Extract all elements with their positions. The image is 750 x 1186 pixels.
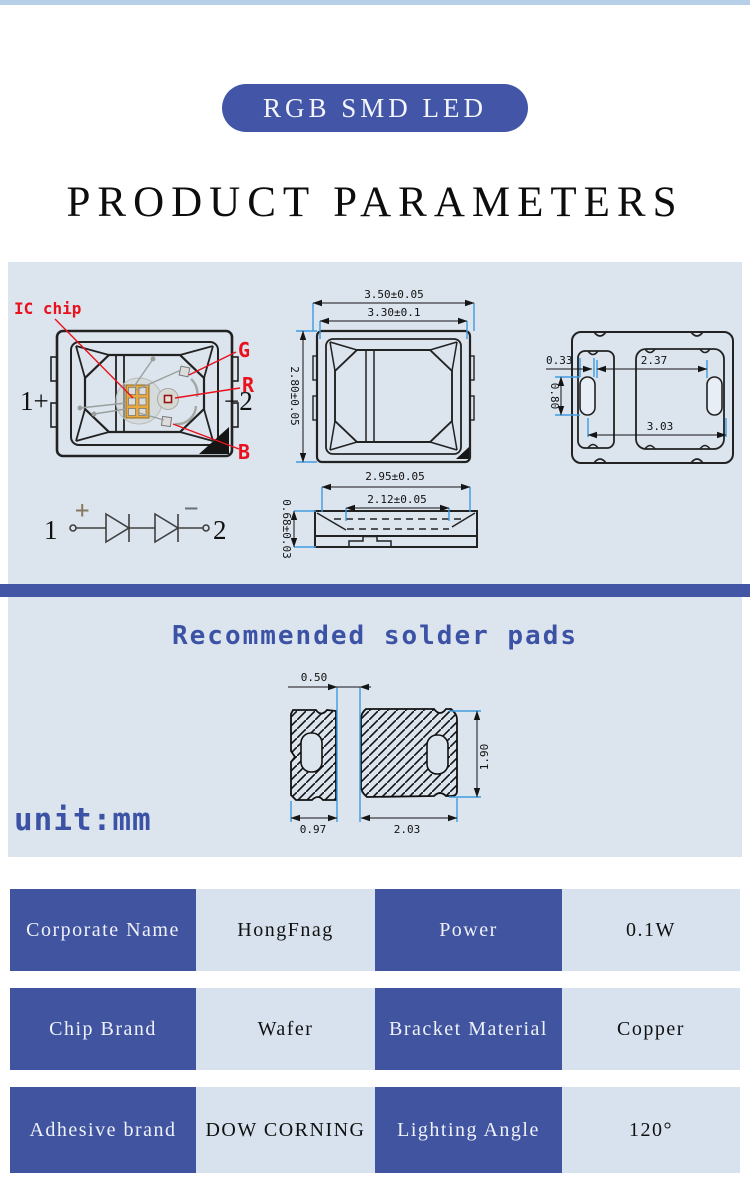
section-divider-bar [0, 584, 750, 597]
table-cell-adhesive-brand-label: Adhesive brand [10, 1087, 196, 1173]
arc-upper [190, 378, 199, 398]
table-cell-bracket-material-label: Bracket Material [375, 988, 562, 1070]
left-solder-pad-hole [300, 732, 323, 773]
table-cell-power-value: 0.1W [562, 889, 740, 971]
circuit-pin1-label: 1 [44, 515, 58, 545]
right-pad-oval [706, 376, 723, 416]
product-badge-pill: RGB SMD LED [222, 84, 528, 132]
green-die [178, 365, 191, 378]
led-top-view-dimensioned: 3.50±0.05 3.30±0.1 2.80±0.05 [288, 288, 475, 464]
bond-wires [77, 356, 182, 421]
right-lead-pattern [635, 348, 725, 450]
arc-lower [174, 405, 198, 426]
blue-die [160, 415, 173, 428]
package-outline [55, 329, 234, 458]
dim-side-inner-width: 2.12±0.05 [367, 493, 427, 506]
red-die-core [163, 394, 173, 404]
dim-side-width: 2.95±0.05 [365, 470, 425, 483]
package-outline [571, 331, 734, 464]
dim-bottom-total-span: 3.03 [647, 420, 674, 433]
led-bottom-view: 0.33 2.37 0.80 3.03 [546, 331, 734, 464]
right-solder-pad [360, 708, 458, 798]
led-top-view-enlarged: 1+ −2 IC chip G R B [14, 299, 255, 464]
cavity-outline [70, 341, 219, 446]
technical-drawing-section: 1+ −2 IC chip G R B [8, 262, 742, 857]
table-cell-chip-brand-value: Wafer [196, 988, 375, 1070]
table-cell-lighting-angle-value: 120° [562, 1087, 740, 1173]
plus-sign: + [75, 496, 89, 524]
table-cell-chip-brand-label: Chip Brand [10, 988, 196, 1070]
technical-drawings-canvas: 1+ −2 IC chip G R B [14, 288, 734, 836]
page-title: PRODUCT PARAMETERS [66, 179, 684, 226]
left-pad-oval [579, 376, 596, 416]
cathode-mark-triangle [456, 447, 469, 459]
green-label: G [238, 338, 250, 362]
circuit-pin2-label: 2 [213, 515, 227, 545]
blue-label: B [238, 440, 250, 464]
right-solder-pad-hole [426, 734, 449, 775]
red-label: R [242, 373, 255, 397]
cathode-mark-triangle [199, 427, 229, 454]
led-side-view: 2.95±0.05 2.12±0.05 0.68±0.03 [280, 470, 478, 559]
dim-solder-left-width: 0.97 [300, 823, 327, 836]
minus-sign: − [184, 494, 198, 522]
dim-side-height: 0.68±0.03 [280, 499, 293, 559]
package-outline [315, 329, 472, 464]
dim-top-height: 2.80±0.05 [288, 366, 301, 426]
table-cell-power-label: Power [375, 889, 562, 971]
dim-solder-right-width: 2.03 [394, 823, 421, 836]
dim-top-body-width: 3.30±0.1 [368, 306, 421, 319]
circuit-diagram: 1 2 + − [44, 494, 227, 545]
solder-pads-drawing: 0.50 0.97 2.03 1.90 [288, 671, 491, 836]
dim-top-outer-width: 3.50±0.05 [364, 288, 424, 301]
dim-bottom-pad-height: 0.80 [548, 383, 561, 410]
table-cell-adhesive-brand-value: DOW CORNING [196, 1087, 375, 1173]
table-row: Adhesive brand DOW CORNING Lighting Angl… [10, 1087, 740, 1173]
left-lead-pattern [577, 350, 615, 449]
pin1-label: 1+ [20, 386, 49, 416]
table-cell-lighting-angle-label: Lighting Angle [375, 1087, 562, 1173]
red-annotations: IC chip G R B [14, 299, 255, 464]
reflector-facets [75, 345, 214, 442]
dim-bottom-offset: 0.33 [546, 354, 573, 367]
table-cell-bracket-material-value: Copper [562, 988, 740, 1070]
table-cell-corporate-name-value: HongFnag [196, 889, 375, 971]
table-cell-corporate-name-label: Corporate Name [10, 889, 196, 971]
unit-label: unit:mm [14, 802, 152, 838]
table-row: Corporate Name HongFnag Power 0.1W [10, 889, 740, 971]
dim-solder-pad-height: 1.90 [478, 744, 491, 771]
spec-table: Corporate Name HongFnag Power 0.1W Chip … [10, 889, 740, 1186]
ic-chip-label: IC chip [14, 299, 81, 318]
dim-bottom-pad-span: 2.37 [641, 354, 668, 367]
ic-chip-pads [128, 387, 147, 416]
bottom-lead-tab [348, 535, 392, 547]
pin2-label: −2 [224, 386, 253, 416]
top-accent-strip [0, 0, 750, 5]
solder-pads-title: Recommended solder pads [171, 621, 579, 651]
product-badge-label: RGB SMD LED [262, 92, 488, 123]
table-row: Chip Brand Wafer Bracket Material Copper [10, 988, 740, 1070]
dim-solder-gap: 0.50 [301, 671, 328, 684]
